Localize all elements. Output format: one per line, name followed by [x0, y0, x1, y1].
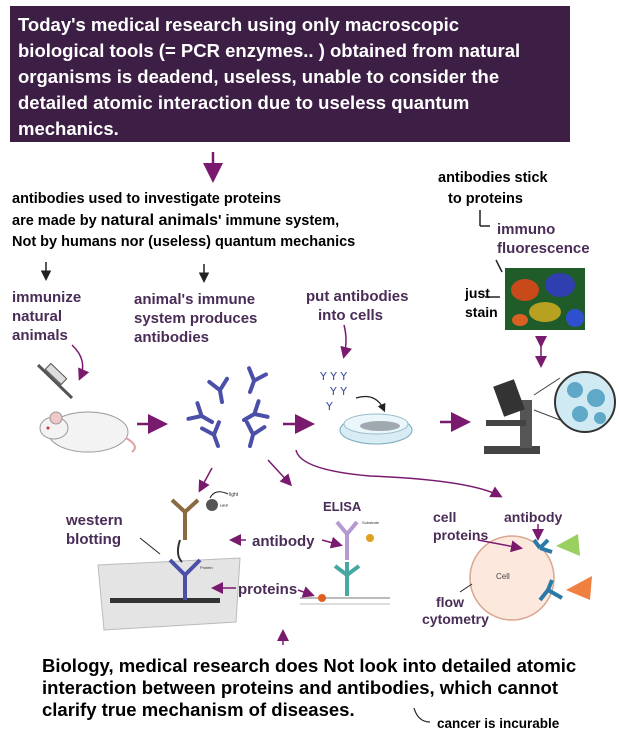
pointer-immuno	[495, 259, 503, 273]
arrow-branch-right	[295, 449, 503, 498]
antibodies-note-line-2: are made by natural animals' immune syst…	[12, 212, 340, 229]
immune-system-label: animal's immune system produces antibodi…	[134, 290, 257, 347]
western-blot-icon	[97, 491, 241, 631]
immunize-line-1: immunize	[12, 289, 82, 306]
arrow-proteins-right	[297, 586, 315, 598]
light-label: light	[229, 492, 239, 498]
bottom-line-3: clarify true mechanism of diseases.	[42, 699, 355, 720]
antibody-mid-label: antibody	[252, 533, 315, 550]
cancer-note: cancer is incurable	[437, 716, 560, 731]
bottom-line-1: Biology, medical research does Not look …	[42, 655, 577, 676]
arrow-to-mouse	[71, 344, 90, 381]
small-antibodies-icon: Y Y Y Y Y Y	[319, 370, 347, 413]
mouse-icon	[39, 411, 136, 453]
antibodies-note-line-1: antibodies used to investigate proteins	[12, 191, 282, 207]
cell-proteins-line-2: proteins	[433, 527, 489, 543]
elisa-icon	[300, 520, 390, 605]
arrow-branch-left	[198, 467, 213, 493]
protein-label: Protein	[200, 565, 213, 570]
flow-label: flow cytometry	[422, 594, 489, 628]
put-cells-line-2: into cells	[318, 307, 384, 324]
stick-label: antibodies stick to proteins	[438, 168, 548, 210]
western-line-1: western	[66, 512, 123, 529]
cell-icon	[469, 534, 592, 621]
banner-line-3: organisms is deadend, useless, unable to…	[18, 66, 500, 87]
syringe-icon	[36, 362, 74, 400]
flow-line-2: cytometry	[422, 611, 489, 627]
immuno-line-2: fluorescence	[497, 240, 590, 257]
svg-text:Y Y: Y Y	[329, 385, 347, 398]
stick-line-2: to proteins	[448, 191, 523, 207]
immunize-label: immunize natural animals	[12, 288, 81, 345]
arrow-antibody-mid	[321, 536, 343, 549]
hrp-label: HRP	[220, 503, 229, 508]
antibody-right-label: antibody	[504, 509, 563, 525]
bottom-line-2: interaction between proteins and antibod…	[42, 677, 559, 698]
pointer-flow	[459, 583, 473, 593]
microscope-icon	[484, 371, 616, 454]
immune-system-line-1: animal's immune	[134, 291, 256, 308]
cell-label: Cell	[496, 572, 510, 581]
immuno-line-1: immuno	[497, 221, 556, 238]
just-stain-label: just stain	[465, 284, 498, 322]
petri-dish-icon	[339, 395, 413, 445]
antibodies-note-line-3: Not by humans nor (useless) quantum mech…	[12, 234, 356, 250]
immunize-line-2: natural	[12, 308, 63, 325]
just-stain-line-1: just	[465, 285, 490, 301]
banner-line-2: biological tools (= PCR enzymes.. ) obta…	[18, 40, 521, 61]
svg-text:Y Y Y: Y Y Y	[319, 370, 347, 383]
pointer-cancer	[413, 707, 431, 723]
banner-line-1: Today's medical research using only macr…	[18, 14, 460, 35]
western-line-2: blotting	[66, 531, 121, 548]
cell-proteins-label: cell proteins	[433, 508, 488, 544]
banner-line-5: mechanics.	[18, 118, 119, 139]
put-cells-line-1: put antibodies	[306, 288, 409, 305]
western-label: western blotting	[66, 511, 123, 549]
substrate-label: Substrate	[362, 520, 380, 525]
antibodies-cluster-icon	[186, 366, 270, 452]
flow-line-1: flow	[436, 594, 464, 610]
antibodies-note: antibodies used to investigate proteins …	[12, 189, 355, 253]
arrow-to-dish	[340, 324, 353, 359]
immune-system-line-3: antibodies	[134, 329, 210, 346]
arrow-cell-proteins	[477, 539, 523, 553]
immunize-line-3: animals	[12, 327, 68, 344]
just-stain-line-2: stain	[465, 304, 498, 320]
elisa-label: ELISA	[323, 499, 362, 514]
cell-proteins-line-1: cell	[433, 509, 457, 525]
arrow-branch-mid	[267, 459, 293, 487]
top-banner: Today's medical research using only macr…	[10, 6, 570, 142]
stick-line-1: antibodies stick	[438, 170, 548, 186]
immuno-label: immuno fluorescence	[497, 220, 590, 258]
put-cells-label: put antibodies into cells	[306, 287, 409, 325]
proteins-mid-label: proteins	[238, 581, 298, 598]
banner-line-4: detailed atomic interaction due to usele…	[18, 92, 470, 113]
bottom-statement: Biology, medical research does Not look …	[42, 655, 612, 721]
svg-text:Y: Y	[325, 400, 333, 413]
immune-system-line-2: system produces	[134, 310, 258, 327]
